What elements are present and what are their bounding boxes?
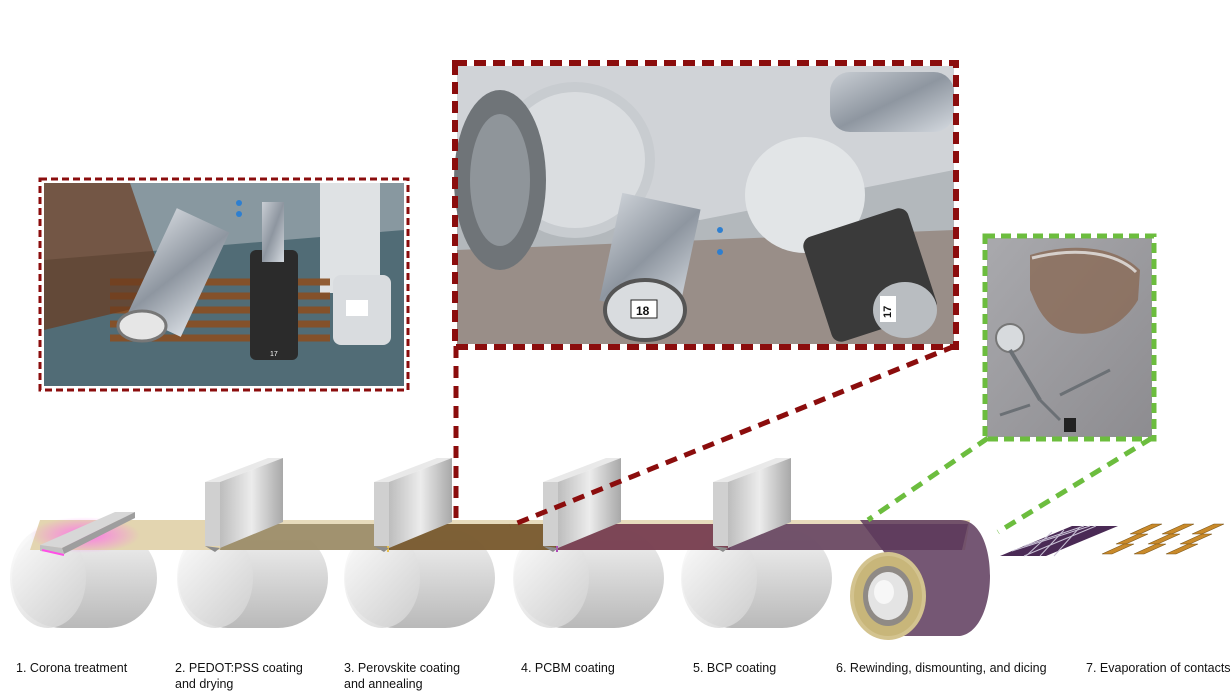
roller-2 xyxy=(177,528,328,628)
connector-green-left xyxy=(866,435,990,523)
left-inset-photo: 17 xyxy=(44,183,404,386)
coating-head-perovskite xyxy=(374,458,452,552)
roller-1 xyxy=(10,528,157,628)
coating-head-pcbm xyxy=(543,458,621,552)
green-inset-frame xyxy=(982,233,1157,442)
diced-cells xyxy=(1000,525,1118,557)
center-inset-frame xyxy=(452,60,959,350)
green-inset-photo xyxy=(987,238,1152,437)
roller-4 xyxy=(513,528,664,628)
coating-head-bcp xyxy=(713,458,791,552)
step-label-pcbm: 4. PCBM coating xyxy=(521,661,615,675)
roller-3 xyxy=(344,528,495,628)
coating-head-pedot xyxy=(205,458,283,552)
corona-treatment-unit xyxy=(30,512,140,556)
roller-label-center-right: 17 xyxy=(882,306,894,318)
pedot-layer xyxy=(220,524,395,550)
evaporated-contacts xyxy=(1101,523,1225,555)
connector-center-right xyxy=(509,343,956,529)
roller-label-center-left: 18 xyxy=(636,304,650,318)
step-label-evaporation: 7. Evaporation of contacts xyxy=(1086,661,1231,675)
step-label-bcp: 5. BCP coating xyxy=(693,661,777,675)
connector-green-right xyxy=(996,435,1154,535)
step-label-rewinding: 6. Rewinding, dismounting, and dicing xyxy=(836,661,1047,675)
step-label-pedot-pss: 2. PEDOT:PSS coating and drying xyxy=(175,661,303,691)
step-label-perovskite: 3. Perovskite coating and annealing xyxy=(344,661,461,691)
center-inset-photo: 18 17 xyxy=(454,66,954,344)
roller-5 xyxy=(681,528,832,628)
left-inset-roller-number: 17 xyxy=(270,351,278,358)
left-inset-frame xyxy=(38,177,410,392)
rewind-roll xyxy=(850,552,926,640)
step-label-corona-treatment: 1. Corona treatment xyxy=(16,661,128,675)
